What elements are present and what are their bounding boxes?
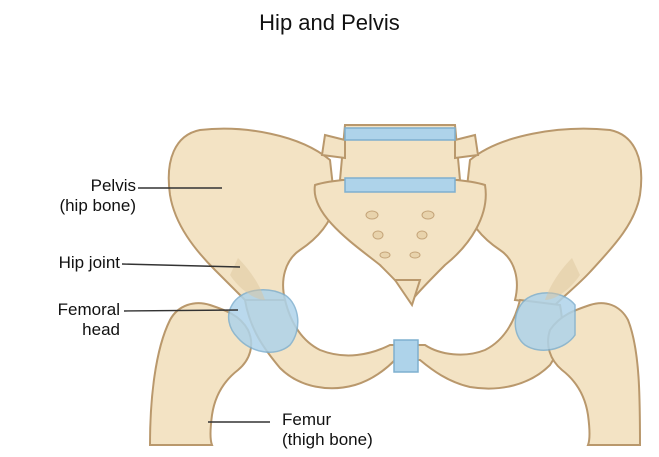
coccyx <box>395 280 420 305</box>
label-hip-joint-line1: Hip joint <box>14 253 120 273</box>
femoral-head-leader <box>124 310 238 311</box>
label-femoral-head: Femoral head <box>14 300 120 340</box>
right-hip-joint-cartilage <box>515 293 575 350</box>
label-femoral-head-line1: Femoral <box>14 300 120 320</box>
label-femur-line2: (thigh bone) <box>282 430 373 450</box>
pubic-symphysis <box>394 340 418 372</box>
label-pelvis: Pelvis (hip bone) <box>40 176 136 216</box>
intervertebral-disc-lower <box>345 178 455 192</box>
left-ilium <box>169 129 335 300</box>
label-femur-line1: Femur <box>282 410 373 430</box>
label-pelvis-line2: (hip bone) <box>40 196 136 216</box>
label-femur: Femur (thigh bone) <box>282 410 373 450</box>
right-ilium <box>465 129 641 305</box>
label-pelvis-line1: Pelvis <box>40 176 136 196</box>
vertebra-process-right <box>455 135 478 158</box>
label-femoral-head-line2: head <box>14 320 120 340</box>
label-hip-joint: Hip joint <box>14 253 120 273</box>
intervertebral-disc-upper <box>345 128 455 140</box>
vertebra-process-left <box>322 135 345 158</box>
